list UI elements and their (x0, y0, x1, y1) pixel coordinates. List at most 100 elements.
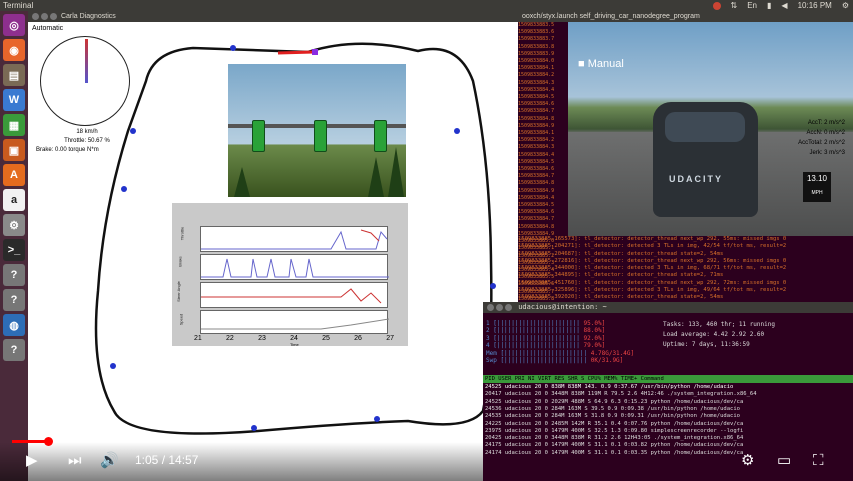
brake-subplot (200, 254, 389, 280)
log-line: 1509833885.1 (518, 245, 555, 252)
table-row[interactable]: 20425 udacious 20 0 3448M 838M R 31.2 2.… (485, 435, 744, 442)
log-line: 1509833885.8 (518, 295, 555, 302)
unknown-app-icon[interactable]: ? (3, 339, 25, 361)
log-line: 1509833884.8 (518, 115, 555, 122)
simulator-view[interactable]: ■ Manual UDACITY AccT: 2 m/s^2 AccN: 0 m… (568, 22, 853, 236)
log-line: 1509833884.5 (518, 202, 555, 209)
next-icon[interactable]: ⏭ (68, 452, 82, 469)
window-titlebar: Carla Diagnostics (28, 11, 518, 22)
udacity-car: UDACITY (653, 102, 758, 217)
progress-knob[interactable] (44, 437, 54, 446)
window-titlebar: ooxch/styx.launch self_driving_car_nanod… (518, 11, 853, 22)
terminal-icon[interactable]: >_ (3, 239, 25, 261)
tick-label: 23 (258, 335, 266, 342)
log-line: 1509833884.6 (518, 101, 555, 108)
log-line: 1509833884.7 (518, 108, 555, 115)
driving-mode: Automatic (32, 25, 64, 32)
record-indicator-icon[interactable] (712, 1, 721, 10)
log-line: 1509833884.3 (518, 144, 555, 151)
minimize-icon[interactable] (496, 303, 503, 311)
detector-line: 1509833885.204687]: tl_detector: detecto… (518, 250, 724, 257)
gear-icon[interactable]: ⚙ (741, 452, 755, 469)
uptime: Uptime: 7 days, 11:36:59 (663, 341, 750, 348)
speed-readout: 18 km/h (76, 129, 98, 135)
window-title: ooxch/styx.launch self_driving_car_nanod… (522, 13, 700, 20)
log-line: 1509833884.7 (518, 173, 555, 180)
process-table-header[interactable]: PID USER PRI NI VIRT RES SHR S CPU% MEM%… (483, 375, 853, 383)
play-icon[interactable]: ▶ (26, 452, 38, 469)
firefox-icon[interactable]: ◉ (3, 39, 25, 61)
maximize-icon[interactable] (50, 12, 57, 20)
log-line: 1509833884.1 (518, 130, 555, 137)
progress-bar[interactable] (12, 437, 482, 446)
table-row[interactable]: 24225 udacious 20 0 2485M 142M R 35.1 0.… (485, 420, 744, 427)
theater-icon[interactable]: ▭ (777, 452, 792, 469)
active-window-title: Terminal (3, 1, 34, 10)
fullscreen-icon[interactable]: ⛶ (813, 452, 824, 469)
log-line: 1509833884.4 (518, 86, 555, 93)
table-row[interactable]: 24174 udacious 20 0 1479M 400M S 31.1 0.… (485, 449, 744, 456)
log-line: 1509833884.2 (518, 137, 555, 144)
meter-value: 0K/31.9G] (590, 357, 624, 365)
log-line: 1509833883.8 (518, 43, 555, 50)
globe-icon[interactable]: ◍ (3, 314, 25, 336)
current-route (277, 50, 315, 55)
steering-needle (85, 39, 88, 83)
minimize-icon[interactable] (41, 12, 48, 20)
battery-icon[interactable]: ▮ (767, 1, 772, 10)
steering-gauge (40, 36, 130, 126)
cpu-meter: Mem [||||||||||||||||||||||| 4.78G/31.4G… (486, 349, 635, 357)
impress-icon[interactable]: ▣ (3, 139, 25, 161)
close-icon[interactable] (32, 12, 39, 20)
traffic-light (374, 120, 387, 152)
log-line: 1509833884.4 (518, 151, 555, 158)
dash-icon[interactable]: ◎ (3, 14, 25, 36)
plot-ylabel: Brake (177, 256, 183, 267)
brake-readout: Brake: 0.00 torque N*m (36, 147, 99, 153)
unknown-app-icon[interactable]: ? (3, 264, 25, 286)
volume-icon[interactable]: 🔊 (100, 452, 119, 469)
writer-icon[interactable]: W (3, 89, 25, 111)
clock[interactable]: 10:16 PM (797, 1, 832, 10)
volume-icon[interactable]: ◀ (781, 1, 788, 10)
meter-value: 88.0%] (583, 327, 606, 335)
amazon-icon[interactable]: a (3, 189, 25, 211)
table-row[interactable]: 20417 udacious 20 0 3448M 838M 119M R 79… (485, 391, 757, 398)
cpu-meter: 3 [||||||||||||||||||||||| 92.0%] (486, 334, 606, 342)
keyboard-icon[interactable]: En (747, 1, 758, 10)
close-icon[interactable] (487, 303, 494, 311)
log-line: 1509833884.7 (518, 216, 555, 223)
cpu-meters: 1 [||||||||||||||||||||||| 95.0%]2 [||||… (486, 320, 656, 364)
log-line: 1509833885.7 (518, 288, 555, 295)
unknown-app-icon[interactable]: ? (3, 289, 25, 311)
table-row[interactable]: 24535 udacious 20 0 284M 163M S 31.8 0.9… (485, 413, 740, 420)
calc-icon[interactable]: ▦ (3, 114, 25, 136)
table-row[interactable]: 24525 udacious 20 0 838M 838M 143. 0.9 0… (485, 384, 734, 390)
software-icon[interactable]: A (3, 164, 25, 186)
car-windshield (665, 112, 745, 142)
table-row[interactable]: 24175 udacious 20 0 1479M 400M S 31.1 0.… (485, 442, 744, 449)
table-row[interactable]: 23975 udacious 20 0 1479M 400M S 32.5 1.… (485, 427, 744, 434)
network-icon[interactable]: ⇅ (730, 1, 738, 10)
settings-icon[interactable]: ⚙ (841, 1, 849, 10)
plot-xlabel: Time (290, 342, 299, 347)
detector-line: 1509833885.204271]: tl_detector: detecte… (518, 243, 787, 250)
manual-toggle[interactable]: ■ Manual (578, 58, 624, 70)
car-logo: UDACITY (669, 174, 723, 184)
detector-line: 1509833885.451760]: tl_detector: detecto… (518, 279, 787, 286)
detector-log: 1509833885.165573]: tl_detector: detecto… (518, 236, 853, 302)
window-titlebar: udacious@intention: ~ (483, 302, 853, 313)
detector-line: 1509833885.344000]: tl_detector: detecte… (518, 265, 787, 272)
log-line: 1509833884.5 (518, 94, 555, 101)
table-row[interactable]: 24536 udacious 20 0 284M 163M S 39.5 0.9… (485, 405, 740, 412)
maximize-icon[interactable] (505, 303, 512, 311)
log-line: 1509833883.9 (518, 50, 555, 57)
log-line: 1509833884.9 (518, 230, 555, 237)
files-icon[interactable]: ▤ (3, 64, 25, 86)
table-row[interactable]: 24525 udacious 20 0 2029M 488M S 64.9 6.… (485, 398, 744, 405)
log-line: 1509833884.6 (518, 209, 555, 216)
tick-label: 24 (290, 335, 298, 342)
settings-icon[interactable]: ⚙ (3, 214, 25, 236)
log-line: 1509833884.8 (518, 223, 555, 230)
